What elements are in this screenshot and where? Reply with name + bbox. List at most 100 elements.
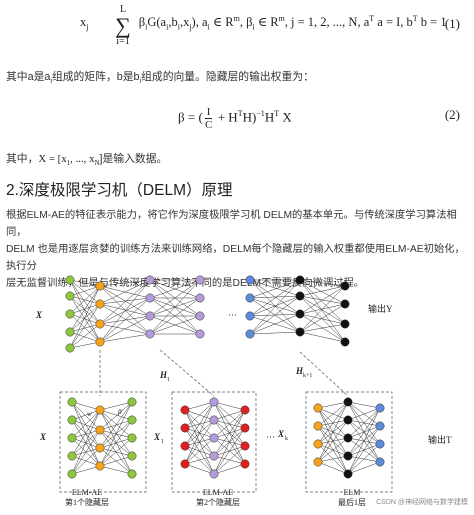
neuron-node [245, 275, 255, 285]
connection-line [69, 303, 101, 333]
neuron-node [195, 293, 205, 303]
neuron-node [375, 457, 385, 467]
label-h1: H [159, 370, 168, 380]
connection-line [69, 331, 101, 343]
connection-line [317, 437, 349, 463]
connection-line [99, 419, 133, 467]
equation-2-number: (2) [444, 107, 460, 122]
connection-line [149, 279, 201, 299]
dashed-layer-box [171, 391, 257, 493]
connection-line [184, 401, 215, 411]
connection-line [69, 279, 101, 287]
connection-line [99, 455, 133, 467]
connection-line [299, 279, 346, 305]
dashed-layer-box [59, 391, 147, 493]
caption-2-bottom: 第2个隐藏层 [196, 497, 240, 507]
connection-line [69, 279, 101, 305]
label-x-top: X [35, 310, 43, 320]
connection-line [71, 447, 101, 475]
connection-line [347, 407, 381, 439]
neuron-node [67, 415, 77, 425]
connection-line [249, 295, 301, 317]
connection-line [99, 297, 151, 305]
connection-line [213, 409, 246, 457]
neuron-node [209, 469, 219, 479]
connection-line [69, 323, 101, 349]
connection-line [299, 313, 346, 325]
neuron-node [67, 397, 77, 407]
connection-line [99, 437, 133, 467]
connection-line [213, 427, 246, 475]
neuron-node [127, 469, 137, 479]
connection-line [99, 409, 133, 475]
paragraph-input-data: 其中，X = [x1, ..., xN]是输入数据。 [6, 153, 168, 168]
neuron-node [209, 415, 219, 425]
caption-3-bottom: 最后1层 [338, 497, 366, 507]
connection-line [299, 279, 346, 287]
neuron-node [95, 319, 105, 329]
neuron-node [295, 309, 305, 319]
label-xk-sub: k [285, 436, 288, 442]
connection-line [249, 279, 301, 335]
neuron-node [240, 423, 250, 433]
connection-line [99, 333, 151, 343]
connection-line [99, 465, 133, 475]
neuron-node [145, 311, 155, 321]
neuron-node [240, 441, 250, 451]
caption-1-top: ELM-AE [72, 488, 102, 497]
connection-line [149, 315, 201, 335]
neuron-node [245, 293, 255, 303]
neuron-node [195, 329, 205, 339]
delm-diagram: X 输出Y H 1 H k+1 X X 1 X k 输出T w β ··· ··… [35, 275, 452, 507]
neuron-node [375, 403, 385, 413]
neuron-node [195, 275, 205, 285]
connection-line [149, 279, 201, 335]
neuron-node [245, 329, 255, 339]
neuron-node [95, 443, 105, 453]
neuron-node [343, 415, 353, 425]
connection-line [184, 419, 215, 465]
neuron-node [127, 451, 137, 461]
connection-line [71, 409, 101, 439]
caption-3-top: ELM [344, 488, 361, 497]
connection-line [299, 303, 346, 333]
connection-line [317, 401, 349, 445]
label-dots-top: ··· [228, 310, 237, 320]
connection-line [71, 401, 101, 431]
connection-line [184, 401, 215, 465]
neuron-node [95, 281, 105, 291]
caption-1-bottom: 第1个隐藏层 [65, 497, 109, 507]
connection-line [69, 285, 101, 349]
label-x1: X [153, 432, 161, 442]
neuron-node [65, 343, 75, 353]
neuron-node [180, 423, 190, 433]
label-output-t: 输出T [428, 434, 452, 445]
label-x-bottom: X [39, 432, 47, 442]
connection-line [299, 323, 346, 333]
connection-line [99, 401, 133, 449]
connection-line [99, 297, 151, 343]
neuron-node [295, 275, 305, 285]
connection-line [71, 429, 101, 439]
neuron-node [295, 327, 305, 337]
connection-line [249, 331, 301, 335]
connection-line [71, 401, 101, 411]
watermark: CSDN @神经网络与数学建模 [376, 499, 468, 506]
connection-line [317, 419, 349, 463]
neuron-node [343, 433, 353, 443]
label-hk-sub: k+1 [303, 373, 312, 379]
connection-line [213, 463, 246, 475]
neuron-node [127, 397, 137, 407]
connection-line [99, 279, 151, 343]
connection-line [299, 279, 346, 343]
neuron-node [180, 405, 190, 415]
neuron-node [209, 397, 219, 407]
neuron-node [95, 299, 105, 309]
equation-1-body: xj βiG(ai,bi,xj), ai ∈ Rm, βi ∈ Rm, j = … [80, 14, 447, 32]
connection-line [69, 303, 101, 349]
connection-line [299, 285, 346, 315]
neuron-node [95, 405, 105, 415]
neuron-node [209, 433, 219, 443]
connection-line [317, 461, 349, 475]
